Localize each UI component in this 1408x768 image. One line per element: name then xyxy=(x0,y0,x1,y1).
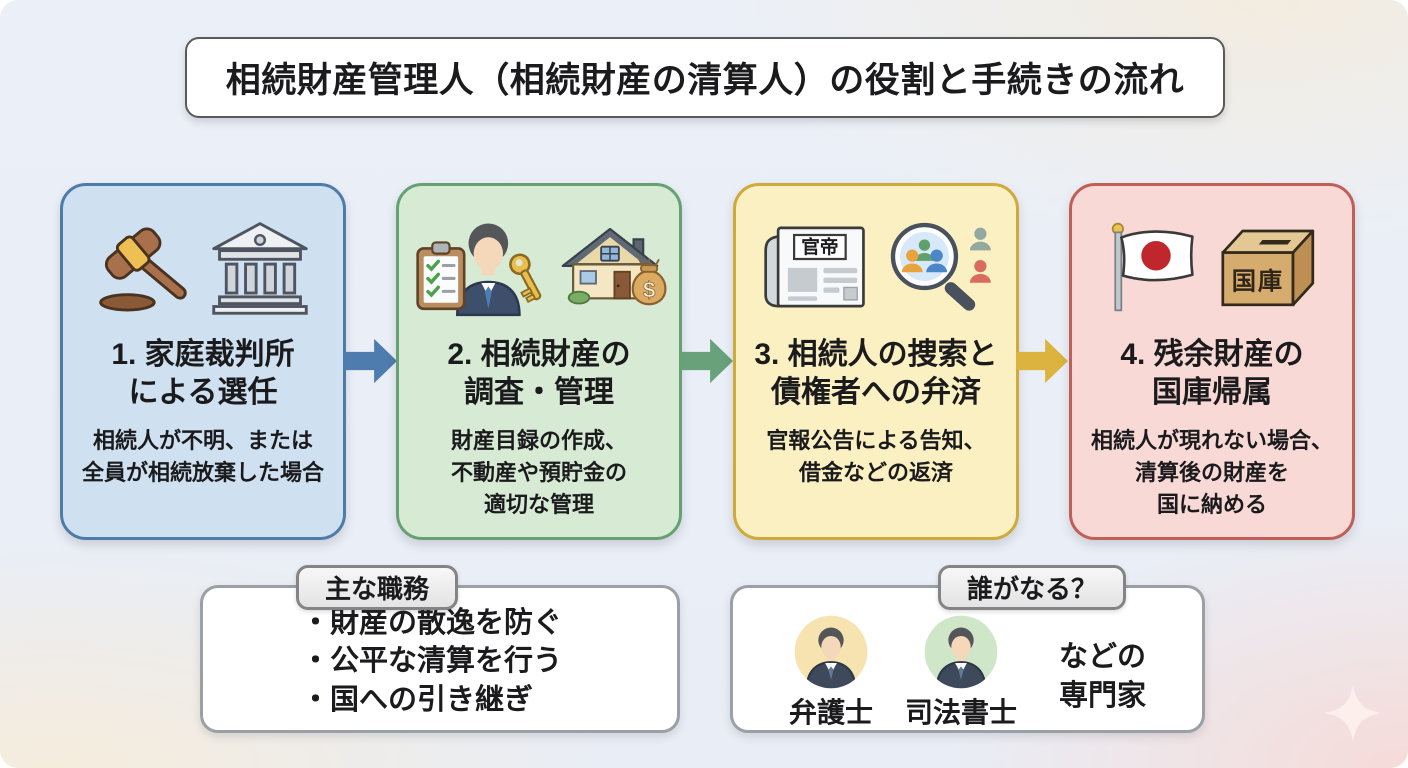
flow-arrow-1 xyxy=(345,338,397,384)
duties-badge: 主な職務 xyxy=(296,565,459,610)
step-2-icons: $ xyxy=(409,208,669,326)
step-desc-line: 全員が相続放棄した場合 xyxy=(81,459,324,485)
money-bag-icon: $ xyxy=(631,258,667,306)
step-desc-line: 相続人が現れない場合、 xyxy=(1090,427,1333,453)
who-content: 弁護士 司法書士 などの xyxy=(733,588,1202,731)
step-desc-line: 清算後の財産を xyxy=(1134,459,1289,485)
dollar-sign-label: $ xyxy=(643,278,655,303)
step-desc-line: 適切な管理 xyxy=(483,491,594,517)
lawyer-avatar-icon xyxy=(794,615,868,689)
step-card-1: 1. 家庭裁判所 による選任 相続人が不明、または 全員が相続放棄した場合 xyxy=(60,183,346,540)
step-desc-line: 国に納める xyxy=(1156,491,1267,517)
step-2-desc: 財産目録の作成、 不動産や預貯金の 適切な管理 xyxy=(451,425,627,521)
professional-lawyer: 弁護士 xyxy=(785,614,877,731)
step-4-title: 4. 残余財産の 国庫帰属 xyxy=(1120,336,1303,413)
step-desc-line: 官報公告による告知、 xyxy=(766,427,986,453)
step-title-line: 3. 相続人の捜索と xyxy=(754,338,998,371)
sparkle-icon xyxy=(1324,684,1382,742)
who-badge: 誰がなる？ xyxy=(938,565,1127,610)
who-card: 誰がなる？ 弁護士 xyxy=(730,565,1205,733)
duties-item: ・国への引き継ぎ xyxy=(301,683,534,716)
step-3-icons: 官帝 xyxy=(755,208,997,326)
step-title-line: 債権者への弁済 xyxy=(770,376,981,410)
duties-card: 主な職務 ・財産の散逸を防ぐ ・公平な清算を行う ・国への引き継ぎ xyxy=(200,565,680,733)
step-desc-line: 不動産や預貯金の xyxy=(450,459,627,485)
step-card-3: 官帝 3. 相続人の捜索と 債権者への弁済 xyxy=(733,183,1019,540)
professional-judicial-scrivener: 司法書士 xyxy=(905,614,1017,731)
page-title: 相続財産管理人（相続財産の清算人）の役割と手続きの流れ xyxy=(225,61,1185,100)
step-title-line: 調査・管理 xyxy=(463,376,614,410)
who-note-line: 専門家 xyxy=(1059,680,1147,713)
step-3-desc: 官報公告による告知、 借金などの返済 xyxy=(766,425,985,489)
duties-item: ・公平な清算を行う xyxy=(301,645,563,678)
step-card-2: $ 2. 相続財産の 調査・管理 財産目録の作成、 不動産や預貯金の 適切な管理 xyxy=(396,183,682,540)
step-title-line: 2. 相続財産の xyxy=(447,338,631,371)
title-card: 相続財産管理人（相続財産の清算人）の役割と手続きの流れ xyxy=(185,37,1225,118)
checklist-clipboard-icon xyxy=(416,241,466,311)
who-badge-label: 誰がなる？ xyxy=(967,574,1098,604)
lawyer-label: 弁護士 xyxy=(788,697,873,728)
japan-flag-icon xyxy=(1111,222,1194,312)
newspaper-icon: 官帝 xyxy=(764,226,865,308)
judicial-scrivener-avatar-icon xyxy=(924,615,998,689)
step-desc-line: 相続人が不明、または xyxy=(92,427,313,453)
step-title-line: 4. 残余財産の xyxy=(1120,338,1304,371)
key-icon xyxy=(509,253,542,304)
who-note: などの 専門家 xyxy=(1059,638,1146,716)
duties-list: ・財産の散逸を防ぐ ・公平な清算を行う ・国への引き継ぎ xyxy=(203,588,677,719)
duties-item: ・財産の散逸を防ぐ xyxy=(301,607,563,639)
gavel-icon xyxy=(99,227,187,312)
duties-badge-label: 主な職務 xyxy=(325,574,430,604)
house-moneybag-icon: $ xyxy=(561,227,667,306)
who-note-line: などの xyxy=(1059,641,1147,673)
newspaper-masthead-label: 官帝 xyxy=(801,237,838,258)
step-1-title: 1. 家庭裁判所 による選任 xyxy=(111,336,294,413)
step-4-icons: 国庫 xyxy=(1104,208,1320,326)
flow-arrow-2 xyxy=(681,338,733,384)
step-2-title: 2. 相続財産の 調査・管理 xyxy=(447,336,630,413)
step-title-line: 国庫帰属 xyxy=(1151,376,1272,410)
administrator-clipboard-key-icon xyxy=(416,223,542,317)
step-card-4: 国庫 4. 残余財産の 国庫帰属 相続人が現れない場合、 清算後の財産を 国に納… xyxy=(1069,183,1355,540)
treasury-box-icon: 国庫 xyxy=(1221,229,1315,307)
step-desc-line: 財産目録の作成、 xyxy=(450,427,627,453)
step-4-desc: 相続人が現れない場合、 清算後の財産を 国に納める xyxy=(1091,425,1333,521)
step-1-desc: 相続人が不明、または 全員が相続放棄した場合 xyxy=(82,425,324,489)
heir-search-magnifier-icon xyxy=(890,222,991,311)
judicial-scrivener-label: 司法書士 xyxy=(905,697,1018,728)
step-1-icons xyxy=(93,208,313,326)
treasury-box-label: 国庫 xyxy=(1232,269,1284,296)
step-3-title: 3. 相続人の捜索と 債権者への弁済 xyxy=(754,336,997,413)
step-desc-line: 借金などの返済 xyxy=(798,459,953,485)
step-title-line: による選任 xyxy=(128,376,278,410)
flow-arrow-3 xyxy=(1016,338,1068,384)
step-title-line: 1. 家庭裁判所 xyxy=(111,338,295,371)
courthouse-icon xyxy=(212,222,308,315)
